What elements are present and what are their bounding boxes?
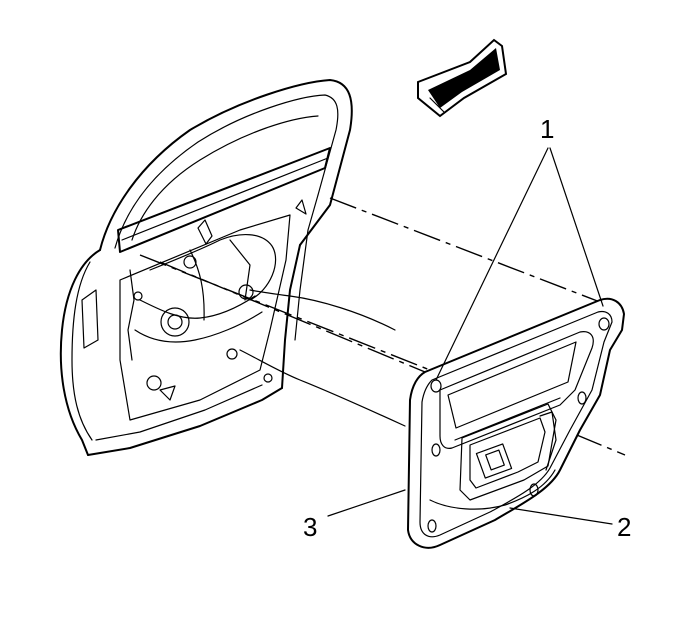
callout-3: 3 [303, 512, 317, 542]
callout-2: 2 [617, 512, 631, 542]
leader-lines [327, 147, 613, 525]
door-frame [59, 79, 406, 456]
callout-1: 1 [540, 114, 554, 144]
door-trim-panel [407, 297, 625, 549]
arrow-left-down-icon [417, 38, 508, 118]
